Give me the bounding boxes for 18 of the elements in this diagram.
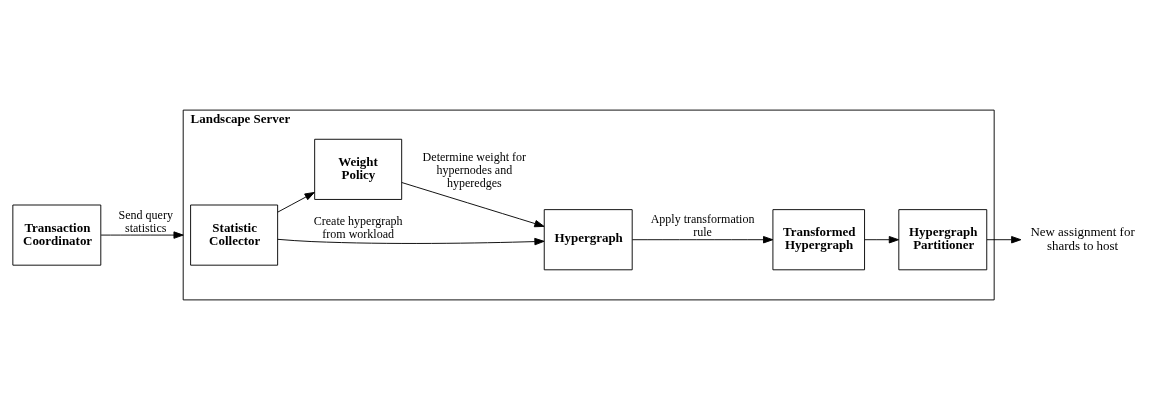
edge-label: Determine weight for hypernodes and hyperedges: [422, 150, 527, 191]
node-text: New assignment for shards to host: [1030, 224, 1135, 254]
edge-label: Create hypergraph from workload: [313, 214, 403, 242]
node-box: Weight Policy: [314, 138, 403, 200]
arrow: [986, 236, 1022, 244]
edge-label: Send query statistics: [118, 207, 173, 235]
edge-label: Apply transformation rule: [650, 212, 755, 240]
arrow: [100, 231, 184, 239]
arrow: [864, 236, 899, 244]
node-box: Transaction Coordinator: [12, 204, 102, 266]
arrow: [277, 237, 545, 246]
node-box: Transformed Hypergraph: [772, 209, 866, 271]
node-box: Hypergraph: [543, 209, 633, 271]
node-box: Hypergraph Partitioner: [898, 209, 988, 271]
arrow: [277, 192, 315, 213]
arrow: [401, 182, 545, 228]
node-box: Statistic Collector: [190, 204, 279, 266]
arrow: [631, 236, 774, 244]
